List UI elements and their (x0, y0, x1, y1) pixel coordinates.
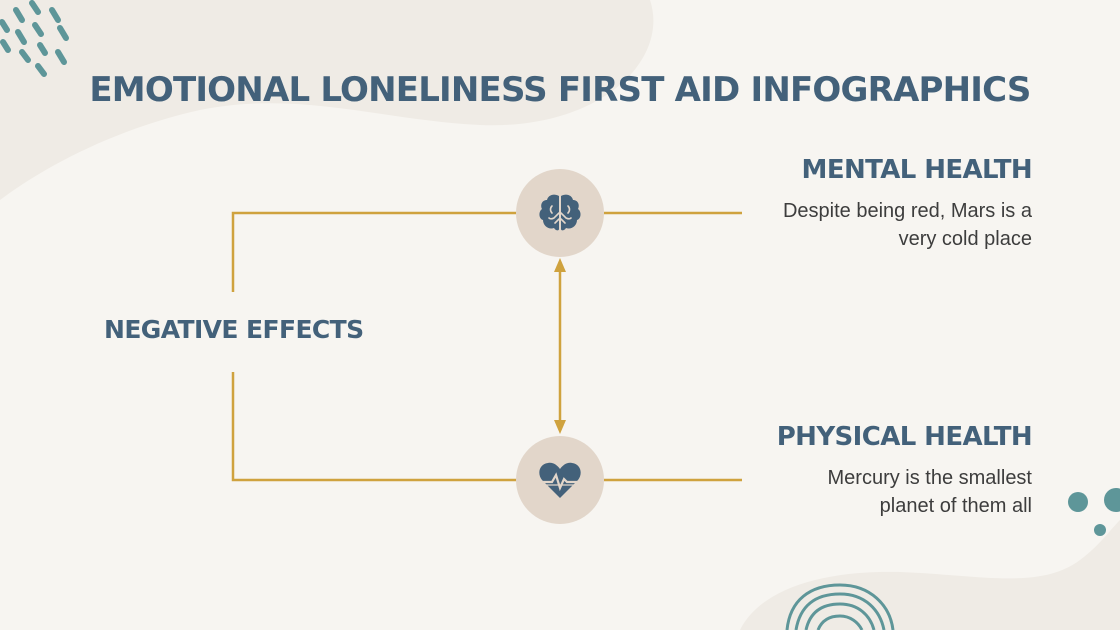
physical-health-title: PHYSICAL HEALTH (776, 422, 1033, 452)
physical-health-section: PHYSICAL HEALTH Mercury is the smallest … (776, 422, 1033, 520)
mental-health-description: Despite being red, Mars is a very cold p… (783, 197, 1032, 253)
physical-health-circle (516, 436, 604, 524)
description-line: very cold place (898, 228, 1032, 250)
dots-decoration (1068, 488, 1120, 536)
physical-health-description: Mercury is the smallest planet of them a… (777, 464, 1033, 520)
brain-icon (539, 194, 581, 231)
mental-health-title: MENTAL HEALTH (801, 155, 1033, 185)
negative-effects-label: NEGATIVE EFFECTS (104, 315, 364, 344)
rain-dashes-decoration (0, 0, 69, 77)
mental-health-circle (516, 169, 604, 257)
description-line: Mercury is the smallest (827, 467, 1033, 489)
description-line: Despite being red, Mars is a (782, 200, 1032, 222)
mental-health-section: MENTAL HEALTH Despite being red, Mars is… (783, 155, 1033, 253)
description-line: planet of them all (879, 495, 1032, 517)
concentric-rings-decoration (785, 583, 895, 630)
bottom-blob (740, 520, 1120, 630)
heart-pulse-icon (538, 462, 582, 498)
top-blob (0, 0, 654, 200)
page-title: EMOTIONAL LONELINESS FIRST AID INFOGRAPH… (89, 70, 1031, 110)
